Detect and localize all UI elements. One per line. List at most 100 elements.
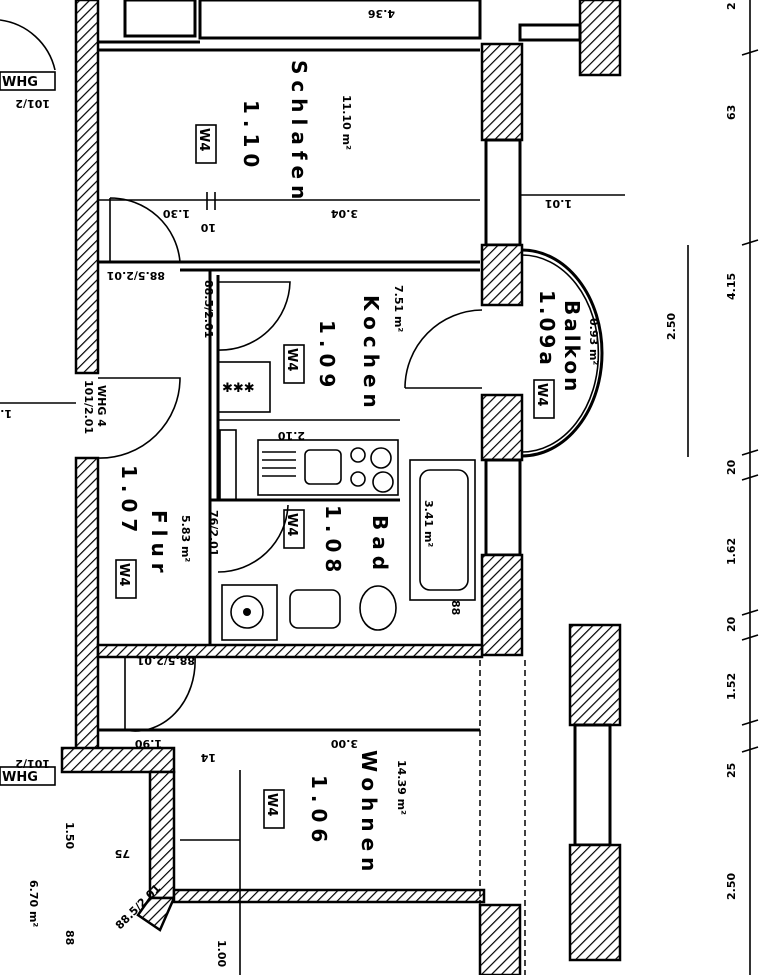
right-wall-bad: [480, 393, 524, 462]
right-wall-bottom: [478, 903, 522, 975]
wohnen-wall-left: [148, 770, 176, 900]
room-area: 7.51 m²: [392, 285, 405, 332]
room-code: W4: [534, 383, 549, 406]
dim-wohnen-t: 14: [200, 751, 216, 764]
room-schlafen: W4 1.10 Schlafen 11.10 m²: [195, 60, 353, 205]
upper-cabinet: [123, 0, 197, 38]
dim-bath-tub: 88: [449, 600, 462, 615]
room-area: 3.41 m²: [422, 500, 435, 547]
dim-top: 4.36: [368, 7, 395, 20]
left-wall-middle: [74, 456, 100, 765]
kitchen-counter: [257, 439, 399, 496]
room-number: 1.09a: [535, 290, 559, 368]
right-wall-top: [480, 42, 524, 142]
dim-wall-4: 1.00: [215, 940, 228, 967]
room-number: 1.07: [117, 465, 141, 538]
entrance-door-swing[interactable]: [97, 377, 181, 459]
drainboard: [262, 451, 296, 477]
room-area: 11.10 m²: [340, 95, 353, 150]
room-number: 1.09: [315, 320, 339, 393]
neighbor-door-bottom: 101/2: [15, 757, 50, 770]
right-wall-wohnen-lower: [568, 843, 622, 962]
window-wohnen[interactable]: [573, 723, 612, 847]
room-code: W4: [196, 128, 211, 151]
dim-wall-1: 1.50: [63, 822, 76, 849]
wohnen-bottom-wall: [172, 888, 486, 904]
room-name: Flur: [147, 510, 171, 579]
room-number: 1.06: [307, 775, 331, 848]
neighbor-whg-box: [0, 71, 56, 91]
bad-bottom-wall: [96, 643, 484, 659]
dim-kitchen-counter: 2.10: [278, 429, 305, 442]
window-bad[interactable]: [484, 458, 522, 557]
right-wall-lower: [480, 553, 524, 657]
stove: [350, 447, 394, 493]
dim-right: 20: [725, 459, 738, 475]
room-code-box: [195, 124, 217, 164]
dim-schlafen-width: 3.04: [331, 207, 358, 220]
room-code: W4: [284, 513, 299, 536]
bathtub: [409, 459, 476, 601]
door-label-whg: WHG 4: [95, 385, 108, 427]
room-area: 14.39 m²: [395, 760, 408, 815]
room-name: Bad: [368, 515, 392, 576]
room-bad: W4 1.08 Bad 3.41 m²: [283, 500, 435, 578]
dim-schlafen-depth: 1.30: [163, 207, 190, 220]
room-name: Schlafen: [287, 60, 311, 205]
balcony-rail-inner: [521, 254, 600, 453]
room-name: Wohnen: [357, 750, 381, 877]
neighbor-whg-top: WHG: [2, 75, 38, 90]
kochen-door-swing[interactable]: [217, 281, 291, 351]
right-wall-wohnen: [568, 623, 622, 727]
door-label-kochen: 88.5/2.01: [202, 280, 215, 338]
room-wohnen: W4 1.06 Wohnen 14.39 m²: [263, 750, 408, 877]
dim-wall-2: 75: [115, 847, 130, 860]
room-balkon: W4 1.09a Balkon 0.93 m²: [533, 290, 600, 419]
washbasin: [289, 589, 341, 629]
dim-wall-3: 88: [63, 930, 76, 945]
room-number: 1.10: [239, 100, 263, 173]
room-name: Kochen: [359, 295, 383, 414]
room-code-box: [115, 559, 137, 599]
door-label-bad: 76/2.01: [207, 510, 220, 556]
dim-right: 2.50: [725, 873, 738, 900]
dim-right: 1.52: [725, 673, 738, 700]
room-code-box: [283, 509, 305, 549]
dim-right: 25: [725, 763, 738, 778]
dim-window-schlafen: 1.01: [545, 197, 572, 210]
dim-wohnen-width: 3.00: [331, 737, 358, 750]
neighbor-door-top: 101/2: [15, 97, 50, 110]
dim-right: 63: [725, 105, 738, 120]
fridge-marks: ✱✱✱: [222, 381, 255, 396]
room-code-box: [533, 379, 555, 419]
right-dimension-ticks: [741, 49, 759, 753]
room-code: W4: [284, 348, 299, 371]
fridge: [217, 361, 271, 413]
kitchen-cabinet: [219, 429, 237, 501]
schlafen-door-swing[interactable]: [109, 197, 181, 263]
sink: [304, 449, 342, 485]
left-wall-upper: [74, 0, 100, 375]
balcony-rail: [521, 248, 604, 458]
dim-schlafen-t: 10: [200, 221, 216, 234]
neighbor-door-swing[interactable]: [0, 19, 56, 71]
door-label-entrance: 101/2.01: [82, 380, 95, 434]
dim-right: 2: [725, 2, 738, 10]
dim-balcony: 2.50: [665, 313, 678, 340]
upper-window[interactable]: [518, 23, 582, 42]
balcony-door-swing[interactable]: [404, 309, 483, 389]
wohnen-wall-step: [60, 746, 176, 774]
bad-door-swing[interactable]: [217, 504, 289, 573]
upper-room: [198, 0, 482, 40]
door-label-schlafen: 88.5/2.01: [107, 269, 165, 282]
room-code: W4: [264, 793, 279, 816]
room-code-box: [283, 344, 305, 384]
right-dimension-labels: 2 63 4.15 20 1.62 20 1.52 25 2.50: [725, 2, 738, 900]
dim-right: 1.62: [725, 538, 738, 565]
neighbor-area: 6.70 m²: [27, 880, 40, 927]
wohnen-door-swing[interactable]: [124, 656, 196, 732]
room-number: 1.08: [321, 505, 345, 578]
window-schlafen[interactable]: [484, 138, 522, 247]
upper-right-block: [578, 0, 622, 77]
